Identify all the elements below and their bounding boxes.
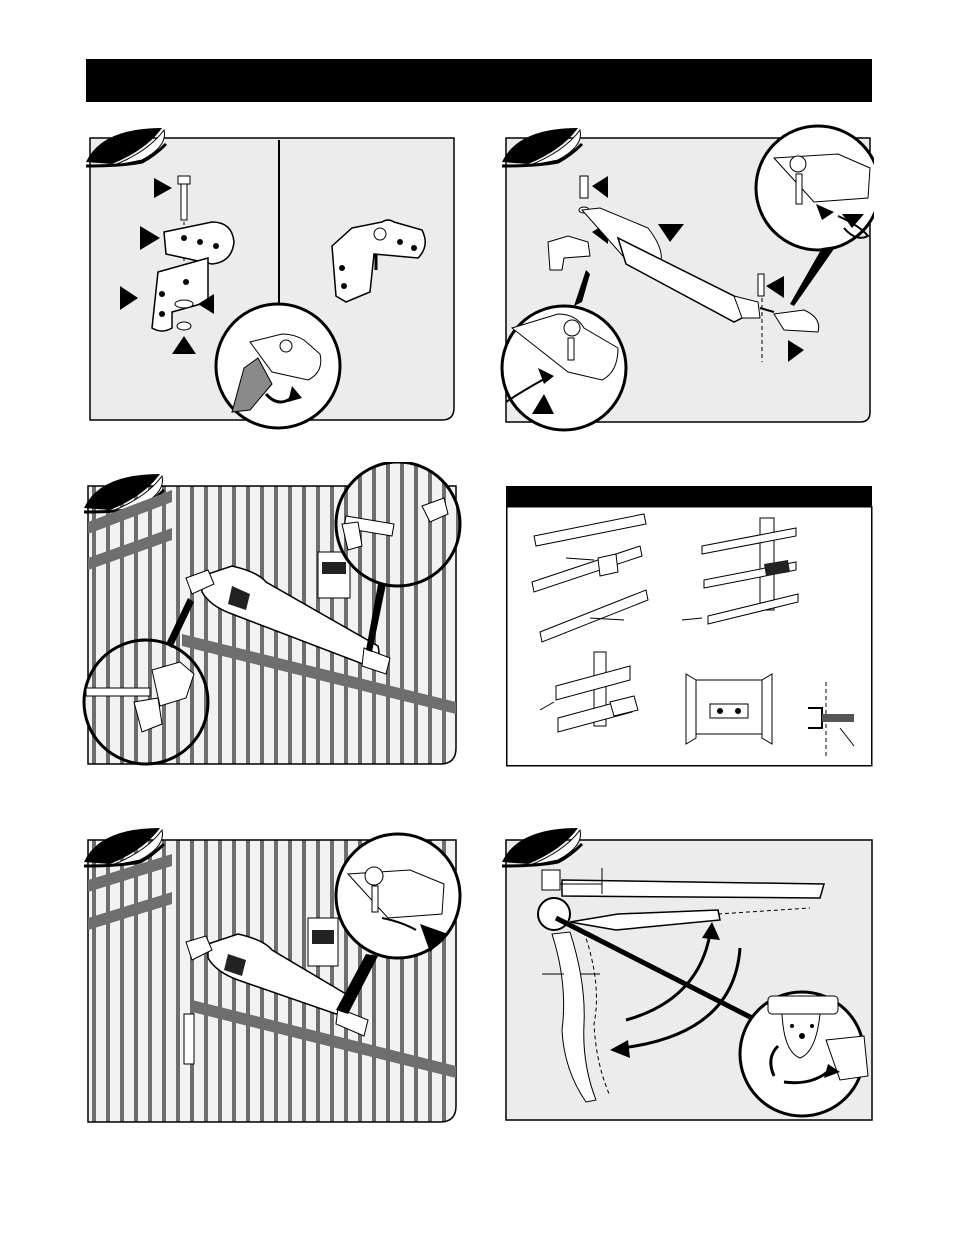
detail-magnifier-illustration bbox=[756, 126, 874, 250]
step-2-panel bbox=[498, 118, 874, 434]
detail-magnifier-illustration bbox=[336, 834, 460, 958]
step-4-panel bbox=[506, 506, 874, 768]
detail-magnifier-illustration bbox=[502, 306, 626, 430]
step-3-panel bbox=[82, 462, 462, 770]
detail-magnifier-illustration bbox=[336, 462, 460, 586]
detail-magnifier-illustration bbox=[84, 640, 208, 764]
step-5-panel bbox=[82, 814, 462, 1128]
flat-bracket-plate-illustration bbox=[686, 674, 772, 744]
detail-magnifier-illustration bbox=[216, 304, 340, 428]
mounting-options-header bbox=[506, 486, 872, 506]
page-header-bar bbox=[86, 59, 872, 102]
step-1-panel bbox=[82, 122, 458, 434]
step-6-panel bbox=[498, 814, 878, 1128]
